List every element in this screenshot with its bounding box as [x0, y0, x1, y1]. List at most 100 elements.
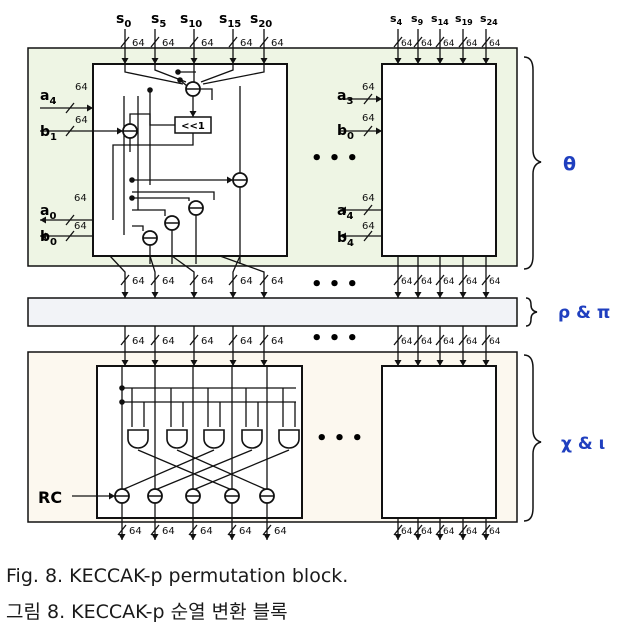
bus-width-label: 64 [271, 38, 284, 49]
arrow-head [376, 127, 382, 135]
arrow-head [121, 292, 129, 298]
arrow-head [260, 360, 268, 366]
arrow-head [117, 127, 123, 135]
bus-width-label: 64 [75, 82, 88, 93]
arrow-head [394, 292, 402, 298]
bus-slash [435, 334, 445, 346]
arrow-head [190, 360, 198, 366]
arrow-head [340, 206, 346, 214]
input-label-s5: s5 [151, 11, 166, 30]
bus-slash [393, 36, 403, 48]
chi-ellipsis: • • • [316, 428, 363, 449]
bus-slash [228, 36, 238, 48]
arrow-head [414, 360, 422, 366]
arrow-head [40, 232, 46, 240]
bus-width-label: 64 [274, 526, 287, 537]
wire [149, 255, 156, 298]
bus-slash [481, 524, 491, 536]
bus-slash [150, 36, 160, 48]
and-gate [127, 429, 149, 449]
bus-slash [65, 230, 75, 242]
mid-ellipsis-bottom: • • • [311, 328, 358, 349]
bus-width-label: 64 [466, 527, 478, 537]
and-gate [278, 429, 300, 449]
arrow-head [227, 176, 233, 184]
arrow-head [121, 360, 129, 366]
mid-ellipsis-top: • • • [311, 274, 358, 295]
arrow-head [118, 534, 126, 540]
bus-width-label: 64 [443, 39, 455, 49]
wire [137, 449, 233, 491]
bus-slash [188, 524, 198, 536]
arrow-head [482, 292, 490, 298]
bus-slash [120, 334, 130, 346]
bus-width-label: 64 [401, 527, 413, 537]
bus-slash [65, 214, 75, 226]
input-label-s4: s4 [390, 12, 403, 27]
bus-width-label: 64 [401, 39, 413, 49]
bus-slash [393, 274, 403, 286]
wire [132, 225, 144, 231]
arrow-head [229, 292, 237, 298]
bus-slash [189, 274, 199, 286]
bus-width-label: 64 [240, 276, 253, 287]
wire [219, 255, 265, 298]
wire [176, 449, 268, 491]
theta-block-right [381, 63, 497, 257]
bus-slash [117, 524, 127, 536]
wire [132, 209, 166, 216]
figure-caption-en: Fig. 8. KECCAK-p permutation block. [6, 565, 349, 587]
arrow-head [340, 232, 346, 240]
bus-slash [363, 93, 373, 105]
arrow-head [109, 492, 115, 500]
port-label-b0-left: b0 [40, 229, 57, 248]
bus-slash [227, 524, 237, 536]
arrow-head [436, 292, 444, 298]
input-label-s20: s20 [250, 11, 272, 30]
theta-ellipsis: • • • [311, 148, 358, 169]
arrow-head [394, 534, 402, 540]
bus-width-label: 64 [201, 276, 214, 287]
arrow-head [190, 292, 198, 298]
wire [132, 191, 215, 200]
arrow-head [482, 534, 490, 540]
bus-slash [458, 36, 468, 48]
bus-width-label: 64 [421, 277, 433, 287]
bus-width-label: 64 [362, 221, 375, 232]
junction-dot [147, 87, 153, 93]
bus-slash [228, 274, 238, 286]
arrow-head [459, 58, 467, 64]
input-label-s15: s15 [219, 11, 241, 30]
wire [154, 449, 253, 491]
arrow-head [376, 95, 382, 103]
bus-slash [458, 334, 468, 346]
bus-slash [413, 36, 423, 48]
bus-width-label: 64 [421, 527, 433, 537]
bus-width-label: 64 [443, 337, 455, 347]
arrow-head [459, 534, 467, 540]
bus-width-label: 64 [489, 527, 501, 537]
input-label-s14: s14 [431, 12, 449, 27]
bus-slash [458, 274, 468, 286]
bus-width-label: 64 [201, 38, 214, 49]
port-label-a0-left: a0 [40, 203, 56, 222]
top-inputs-left: s0 s5 s10 s15 s20 [116, 11, 272, 30]
stage-label-rho-pi: ρ & π [558, 303, 610, 323]
arrow-head [394, 58, 402, 64]
bus-width-label: 64 [239, 526, 252, 537]
stage-label-chi-iota: χ & ι [561, 434, 605, 454]
theta-ports-right: a3 b0 a4 b4 [337, 88, 354, 249]
port-label-b0-right: b0 [337, 123, 354, 142]
arrow-head [229, 360, 237, 366]
input-label-s24: s24 [480, 12, 498, 27]
gate-layer [114, 81, 300, 504]
bus-slash [435, 36, 445, 48]
bus-slash [259, 36, 269, 48]
bus-width-label: 64 [362, 82, 375, 93]
bus-slash [413, 274, 423, 286]
bus-width-label: 64 [132, 336, 145, 347]
arrow-head [228, 534, 236, 540]
bus-slash [259, 334, 269, 346]
bus-slash [363, 230, 373, 242]
